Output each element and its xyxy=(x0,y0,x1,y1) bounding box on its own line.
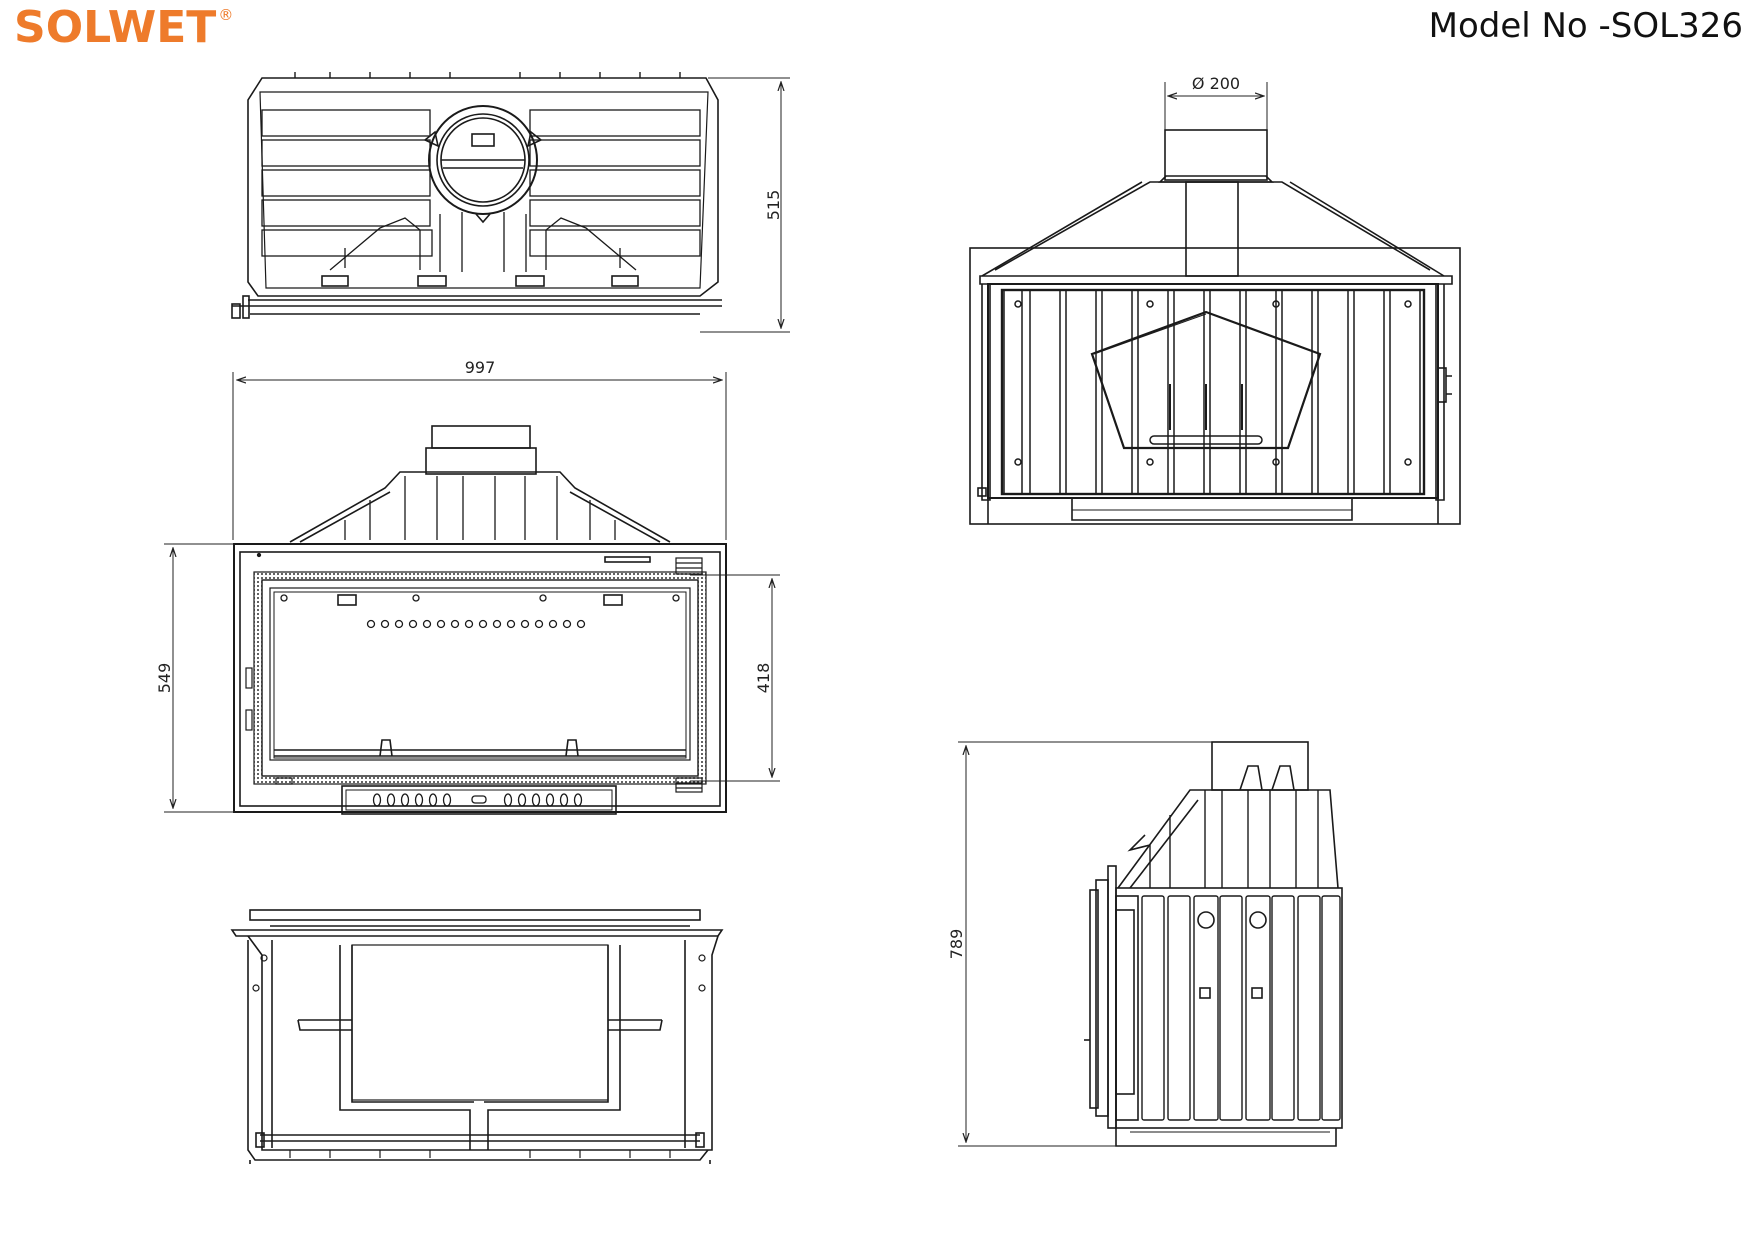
dim-flue-diameter-label: Ø 200 xyxy=(1192,74,1240,93)
model-number: Model No -SOL326 xyxy=(1428,6,1743,46)
dim-total-height-label: 789 xyxy=(947,929,966,960)
dim-front-height xyxy=(164,543,234,813)
front-view xyxy=(233,425,727,815)
dim-front-height-label: 549 xyxy=(155,663,174,694)
front-section-view xyxy=(969,129,1461,525)
brand-logo: SOLWET® xyxy=(14,2,233,53)
dim-glass-height xyxy=(690,574,780,782)
front-section-screws xyxy=(1014,300,1412,466)
side-view xyxy=(1084,741,1343,1147)
dim-top-depth-label: 515 xyxy=(764,190,783,221)
dim-width xyxy=(232,372,727,540)
dim-glass-height-label: 418 xyxy=(754,663,773,694)
front-view-dots xyxy=(256,552,680,807)
dim-total-height xyxy=(958,741,1212,1147)
top-view xyxy=(231,72,722,319)
brand-name: SOLWET xyxy=(14,2,217,53)
dim-flue-diameter xyxy=(1164,82,1268,130)
bottom-view xyxy=(230,909,724,1164)
dim-top-depth xyxy=(700,77,790,333)
registered-mark: ® xyxy=(218,6,234,25)
dim-width-label: 997 xyxy=(465,358,496,377)
